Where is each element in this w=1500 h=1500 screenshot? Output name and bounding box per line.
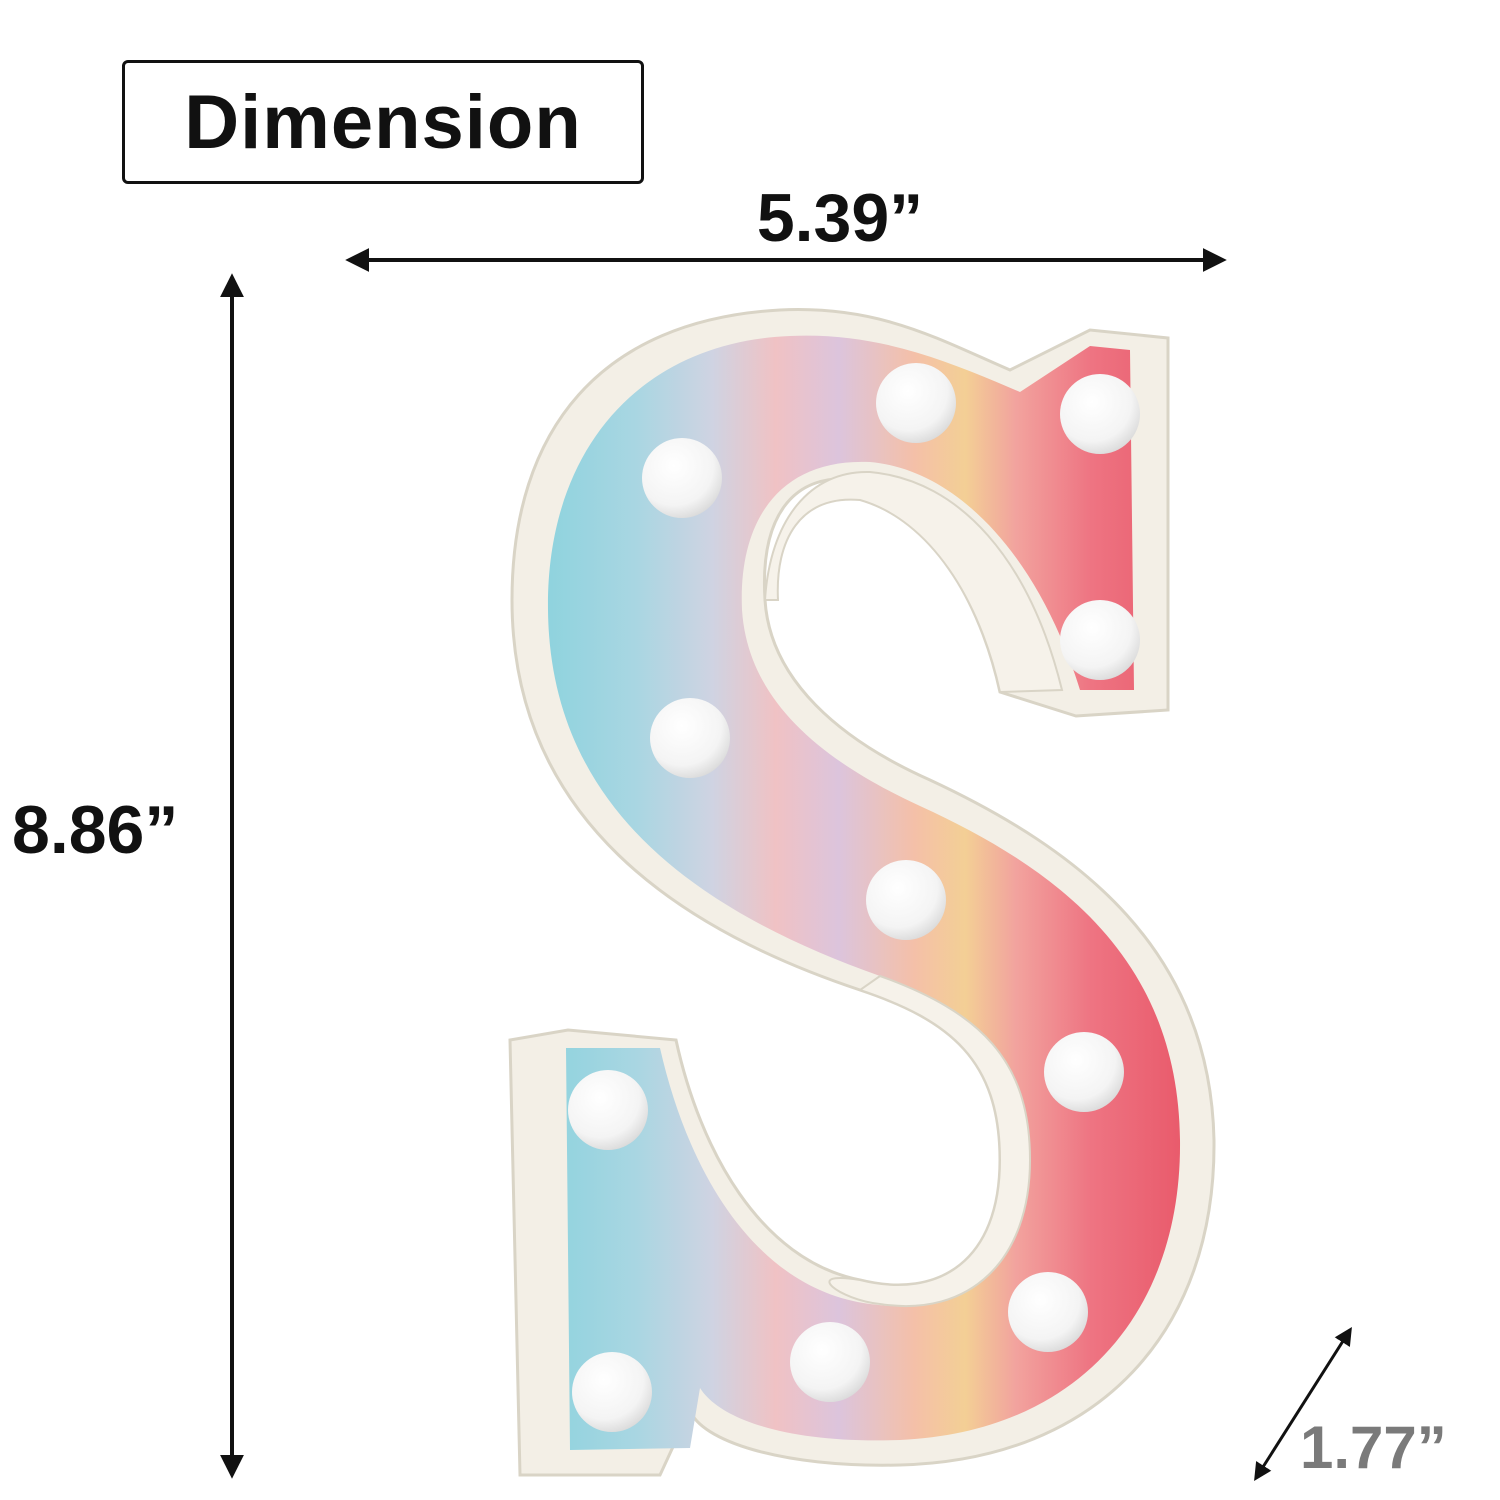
bulb [568, 1070, 648, 1150]
bulb [1008, 1272, 1088, 1352]
height-label: 8.86” [12, 792, 179, 868]
marquee-letter-s [508, 308, 1216, 1477]
bulb [1060, 600, 1140, 680]
bulb [876, 363, 956, 443]
bulb [790, 1322, 870, 1402]
dimension-title: Dimension [184, 79, 582, 165]
width-label: 5.39” [756, 180, 924, 256]
bulb [572, 1352, 652, 1432]
bulbs [568, 363, 1140, 1432]
dimension-title-box: Dimension [122, 60, 644, 184]
bulb [866, 860, 946, 940]
bulb [1060, 374, 1140, 454]
bulb [650, 698, 730, 778]
letter-face [547, 335, 1181, 1451]
upper-counter-wall [763, 470, 1064, 694]
lower-counter-wall [828, 974, 1032, 1308]
bulb [642, 438, 722, 518]
bulb [1044, 1032, 1124, 1112]
depth-arrow [1254, 1326, 1352, 1482]
